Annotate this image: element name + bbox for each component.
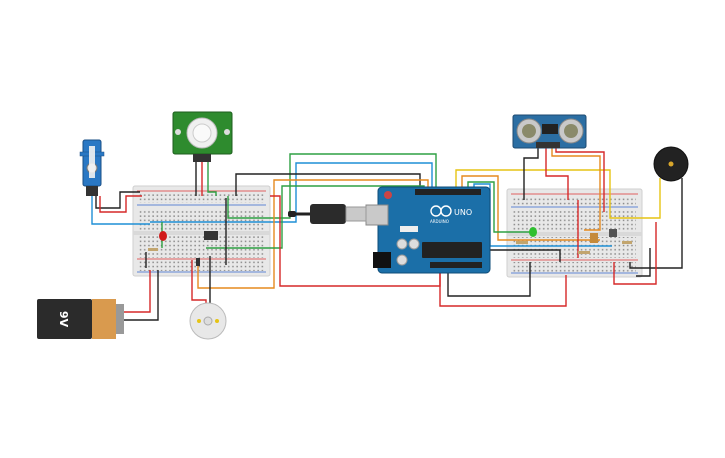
wire-red-loop	[439, 270, 567, 307]
pir-sensor	[172, 111, 233, 162]
wire-black-bottom	[447, 262, 531, 297]
servo-motor	[79, 139, 105, 196]
breadboard-left	[132, 185, 271, 277]
arduino-uno: UNO ARDUINO	[365, 186, 491, 274]
wire-servo-black	[95, 191, 140, 209]
usb-cable	[288, 204, 367, 224]
red-led	[159, 231, 167, 241]
wire-buzzer-red	[613, 222, 657, 285]
green-led	[529, 227, 537, 237]
wire-us-black	[523, 147, 539, 200]
wire-servo-red	[99, 195, 142, 213]
wire-green-right	[467, 181, 534, 233]
breadboard-right	[506, 188, 643, 278]
left-board-parts	[148, 231, 218, 266]
wire-yellow-right	[455, 169, 661, 219]
wire-us-orange	[551, 147, 601, 231]
wire-blue-right	[473, 183, 612, 247]
transistor	[204, 231, 218, 240]
arduino-model-label: UNO	[454, 208, 472, 217]
wire-right-black-v	[636, 248, 651, 277]
wire-battery-red	[124, 270, 151, 313]
resistor-right-3	[622, 241, 632, 244]
resistor-right-2	[578, 251, 590, 254]
battery-label: 9V	[57, 311, 70, 328]
wire-orange-right	[461, 175, 600, 241]
push-button	[609, 229, 617, 237]
wire-blue-top	[150, 162, 433, 223]
diode	[196, 258, 200, 266]
wire-us-red2	[555, 147, 605, 212]
piezo-buzzer	[653, 146, 689, 182]
potentiometer	[590, 233, 598, 243]
battery-9v: 9V	[37, 299, 124, 339]
resistor-right	[516, 241, 528, 244]
wire-servo-blue	[91, 196, 150, 225]
wire-us-red	[545, 147, 569, 200]
right-board-parts	[516, 227, 632, 254]
wire-orange-left	[197, 179, 429, 289]
ultrasonic-sensor	[512, 114, 587, 149]
wire-battery-black	[124, 270, 159, 321]
arduino-brand-label: ARDUINO	[430, 219, 449, 224]
resistor-left	[148, 248, 158, 251]
wire-black-top	[235, 173, 421, 196]
dc-motor	[189, 302, 227, 340]
wire-pir-green	[207, 162, 217, 196]
